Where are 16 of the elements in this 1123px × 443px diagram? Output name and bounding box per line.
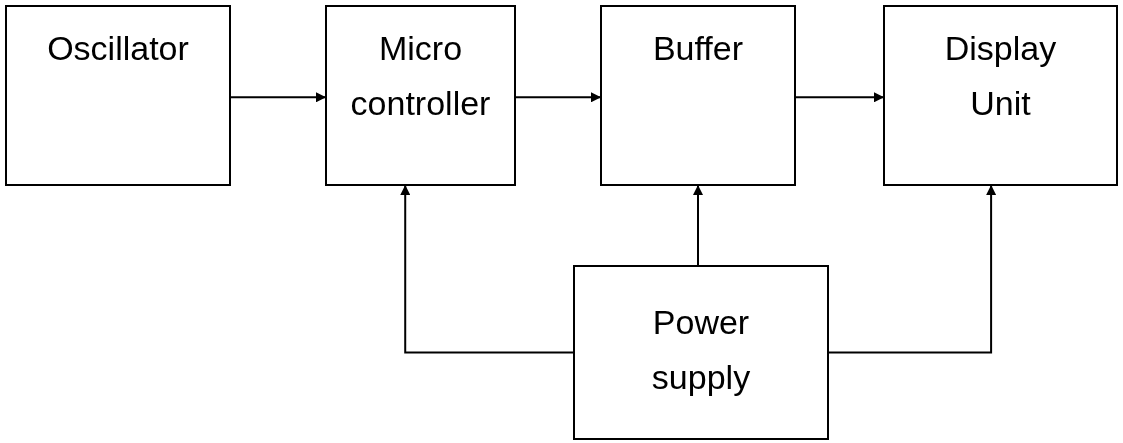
block-box: [325, 5, 516, 186]
arrow: [693, 185, 703, 266]
arrow: [795, 92, 884, 103]
arrow: [400, 185, 574, 354]
block-label: Micro controller: [349, 28, 492, 124]
block-box: [883, 5, 1118, 186]
block-box: [573, 265, 829, 440]
block-label: Display Unit: [943, 28, 1058, 124]
arrow: [230, 92, 326, 103]
block-label: Power supply: [650, 302, 752, 398]
block-label: Oscillator: [47, 28, 189, 69]
block-box: [5, 5, 231, 186]
arrow: [515, 92, 601, 103]
block-box: [600, 5, 796, 186]
arrow: [828, 185, 997, 354]
block-label: Buffer: [652, 28, 744, 69]
